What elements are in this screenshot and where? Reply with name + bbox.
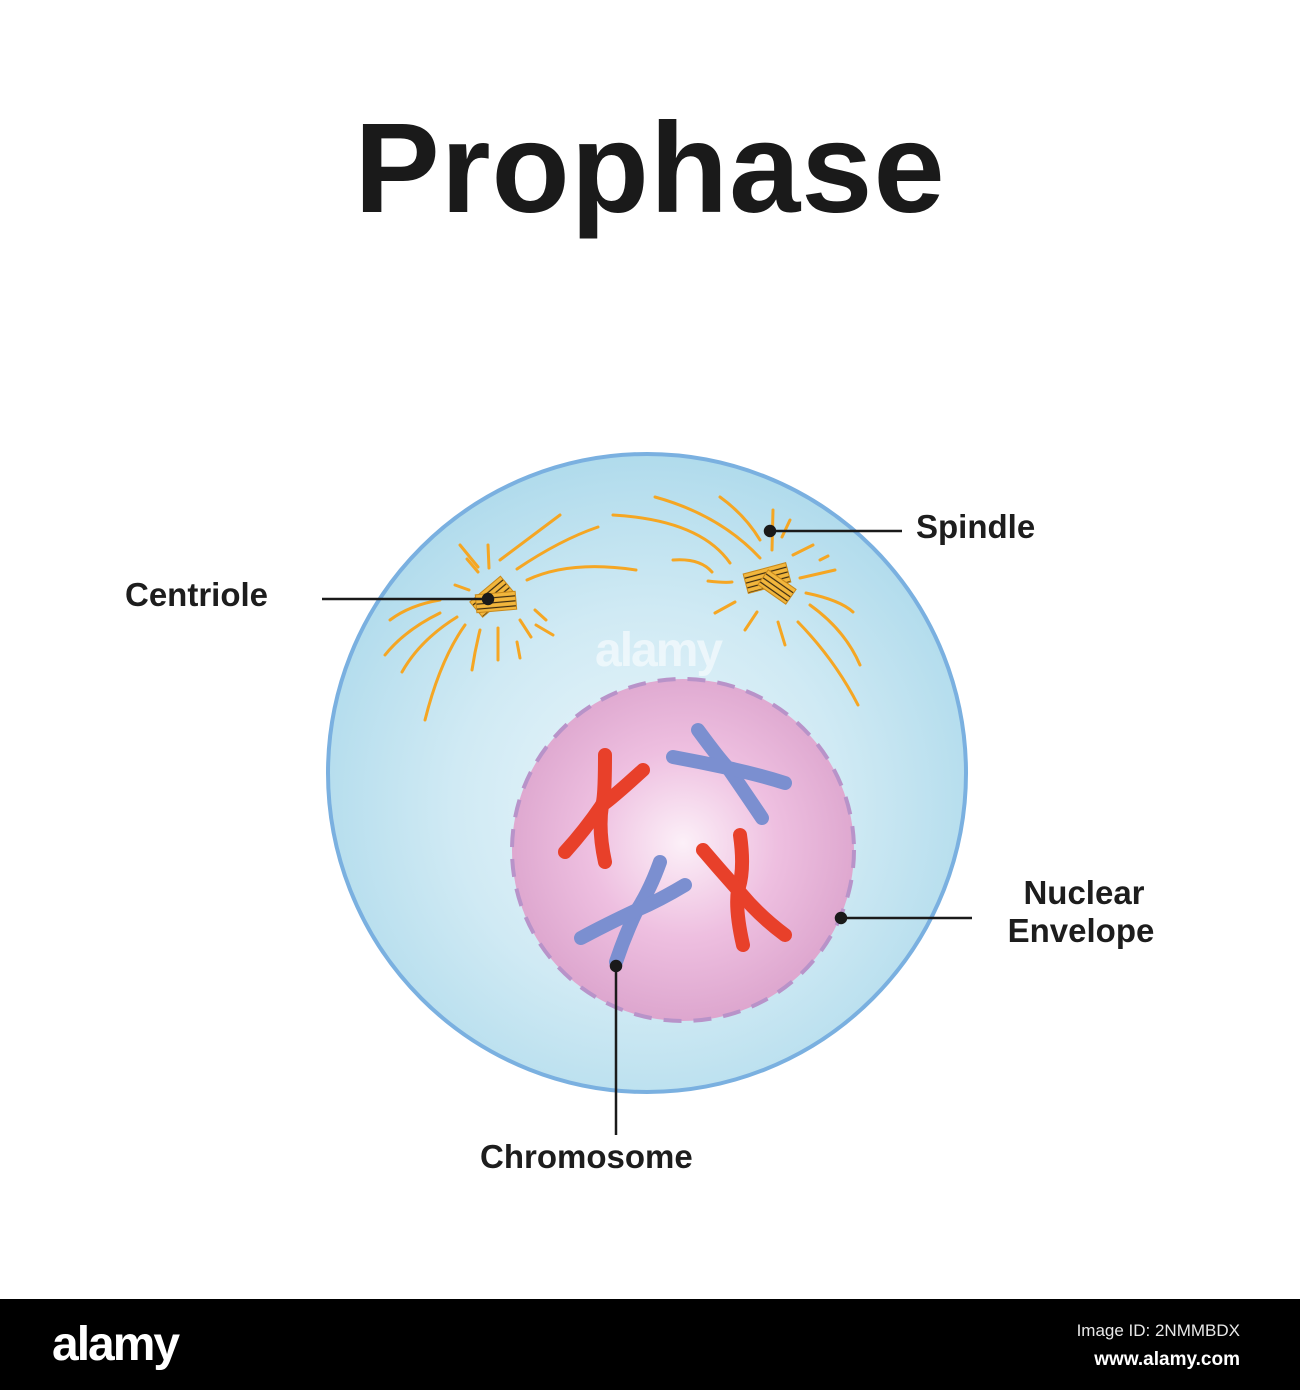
watermark: alamy — [595, 624, 723, 677]
footer-image-id: Image ID: 2NMMBDX — [1076, 1321, 1240, 1340]
label-centriole: Centriole — [125, 576, 269, 613]
diagram-title: Prophase — [354, 97, 946, 240]
chromosome-red-2 — [696, 828, 792, 952]
footer-bar: alamy Image ID: 2NMMBDX www.alamy.com — [0, 1299, 1300, 1390]
chromosome-blue-2 — [574, 855, 692, 969]
label-spindle: Spindle — [916, 508, 1036, 545]
label-chromosome: Chromosome — [480, 1138, 693, 1175]
cell-diagram — [322, 452, 972, 1135]
label-nuclear-envelope-line1: Nuclear — [1023, 874, 1145, 911]
footer-url[interactable]: www.alamy.com — [1094, 1349, 1240, 1370]
chromosome-red-1 — [558, 748, 650, 869]
label-nuclear-envelope-line2: Envelope — [1007, 911, 1155, 949]
nuclear-envelope — [510, 677, 856, 1023]
spindle-fibers — [383, 495, 862, 722]
label-nuclear-envelope: Nuclear Envelope — [986, 874, 1176, 950]
leader-lines — [322, 524, 972, 1135]
centriole-right — [742, 562, 797, 605]
footer-logo: alamy — [52, 1318, 180, 1371]
chromosome-blue-1 — [666, 723, 792, 825]
